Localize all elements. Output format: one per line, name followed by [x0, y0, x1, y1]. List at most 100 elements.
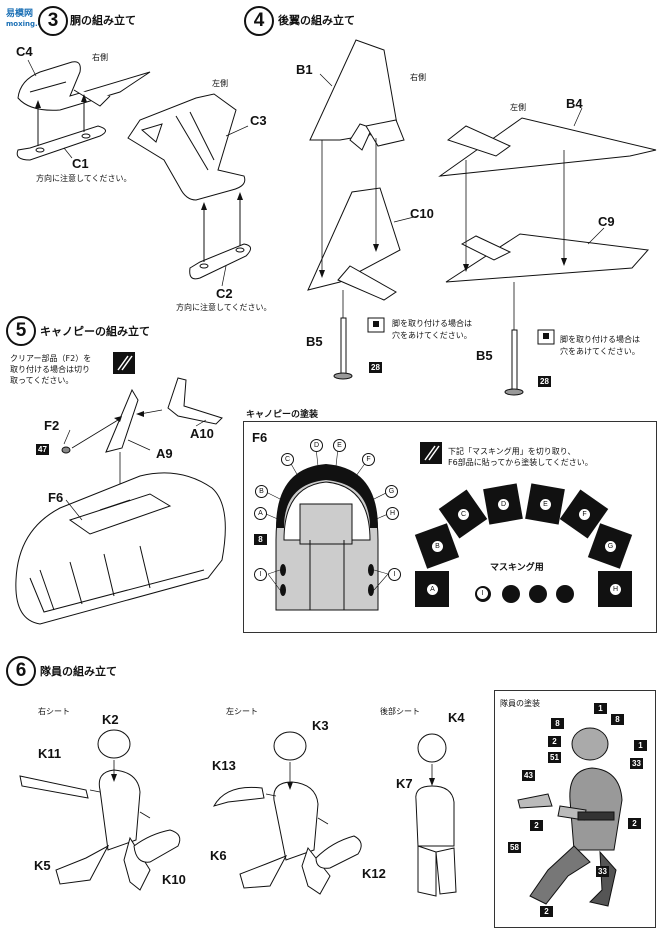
canopy-letter-h: H: [386, 507, 399, 520]
label-f6: F6: [48, 490, 64, 505]
part-a9-drawing: [105, 388, 139, 453]
part-c2-drawing: [189, 243, 251, 280]
canopy-letter-g: G: [385, 485, 398, 498]
canopy-letter-f: F: [362, 453, 375, 466]
part-a10-drawing: [167, 377, 223, 425]
label-c4: C4: [16, 44, 33, 59]
crew-color-1b: 1: [634, 740, 647, 751]
crew-paint-box: [494, 690, 656, 928]
label-b5-left: B5: [306, 334, 323, 349]
label-a9: A9: [156, 446, 173, 461]
canopy-circle-i-left: I: [254, 568, 267, 581]
crew-color-33b: 33: [596, 866, 609, 877]
clear-note-line2: 取り付ける場合は切り: [10, 365, 90, 374]
label-k6: K6: [210, 848, 227, 863]
site-watermark: 易模网 moxing.com: [6, 6, 54, 29]
label-c1: C1: [72, 156, 89, 171]
label-b4: B4: [566, 96, 583, 111]
canopy-paint-box: [243, 421, 657, 633]
crew-paint-title: 隊員の塗装: [500, 699, 540, 708]
step4-side-right: 右側: [410, 73, 426, 82]
crew-color-8a: 8: [551, 718, 564, 729]
mask-letter-c: C: [457, 508, 470, 521]
masking-label: マスキング用: [490, 563, 544, 573]
label-k2: K2: [102, 712, 119, 727]
seat-right-label: 右シート: [38, 707, 70, 716]
mask-letter-h: H: [609, 583, 622, 596]
mask-letter-d: D: [497, 498, 510, 511]
part-f6-drawing: [15, 472, 226, 625]
label-b1: B1: [296, 62, 313, 77]
crew-rear-seat-drawing: [415, 733, 457, 897]
crew-color-51: 51: [548, 752, 561, 763]
crew-color-1a: 1: [594, 703, 607, 714]
hole-note-right-1: 脚を取り付ける場合は: [560, 335, 640, 344]
watermark-url: moxing.com: [6, 20, 54, 28]
crew-color-33a: 33: [630, 758, 643, 769]
direction-note-c2: 方向に注意してください。: [176, 303, 272, 312]
label-c9: C9: [598, 214, 615, 229]
canopy-letter-e: E: [333, 439, 346, 452]
stand-b5-right: [504, 329, 524, 396]
mask-letter-i: I: [476, 587, 489, 600]
color-badge-28-right: 28: [538, 376, 551, 387]
crew-color-43: 43: [522, 770, 535, 781]
part-c9-drawing: [445, 233, 650, 283]
hole-note-left-1: 脚を取り付ける場合は: [392, 319, 472, 328]
crew-paint-figure: [517, 727, 623, 907]
canopy-letter-a: A: [254, 507, 267, 520]
seat-rear-label: 後部シート: [380, 707, 420, 716]
step-4-number: 4: [244, 6, 274, 36]
label-c2: C2: [216, 286, 233, 301]
part-b1-drawing: [309, 39, 405, 151]
canopy-color-8: 8: [254, 534, 267, 545]
label-k3: K3: [312, 718, 329, 733]
mask-letter-a: A: [426, 583, 439, 596]
step4-side-left: 左側: [510, 103, 526, 112]
label-k11: K11: [38, 746, 62, 761]
clear-note-line3: 取ってください。: [10, 376, 74, 385]
mask-letter-e: E: [539, 498, 552, 511]
mask-letter-b: B: [431, 540, 444, 553]
crew-color-2b: 2: [530, 820, 543, 831]
seat-left-label: 左シート: [226, 707, 258, 716]
part-b4-drawing: [438, 117, 657, 177]
mask-letter-g: G: [604, 540, 617, 553]
step-5-number: 5: [6, 316, 36, 346]
canopy-letter-b: B: [255, 485, 268, 498]
crew-right-seat-drawing: [19, 729, 181, 891]
crew-color-2d: 2: [540, 906, 553, 917]
mask-letter-f: F: [578, 508, 591, 521]
label-k10: K10: [162, 872, 186, 887]
crew-color-2a: 2: [548, 736, 561, 747]
hole-note-left-2: 穴をあけてください。: [392, 331, 472, 340]
color-badge-47: 47: [36, 444, 49, 455]
clear-note-line1: クリアー部品（F2）を: [10, 354, 92, 363]
step-6-title: 隊員の組み立て: [40, 665, 117, 678]
masking-instruction-2: F6部品に貼ってから塗装してください。: [448, 458, 593, 467]
label-a10: A10: [190, 426, 214, 441]
part-c1-drawing: [16, 125, 106, 161]
step-3-title: 胴の組み立て: [70, 14, 136, 27]
canopy-letter-c: C: [281, 453, 294, 466]
hole-note-right-2: 穴をあけてください。: [560, 347, 640, 356]
crew-color-2c: 2: [628, 818, 641, 829]
watermark-name: 模网: [15, 9, 34, 19]
canopy-part-label: F6: [252, 430, 268, 445]
stand-b5-left: [333, 317, 353, 380]
step-4-title: 後翼の組み立て: [278, 14, 355, 27]
watermark-logo-text: 易: [6, 9, 16, 19]
direction-note-c1: 方向に注意してください。: [36, 174, 132, 183]
step-5-title: キャノピーの組み立て: [40, 325, 150, 338]
side-label-right: 右側: [92, 53, 108, 62]
canopy-letter-d: D: [310, 439, 323, 452]
canopy-paint-title: キャノピーの塗装: [246, 410, 319, 420]
label-k12: K12: [362, 866, 386, 881]
masking-instruction-1: 下記「マスキング用」を切り取り、: [448, 447, 576, 456]
label-f2: F2: [44, 418, 60, 433]
